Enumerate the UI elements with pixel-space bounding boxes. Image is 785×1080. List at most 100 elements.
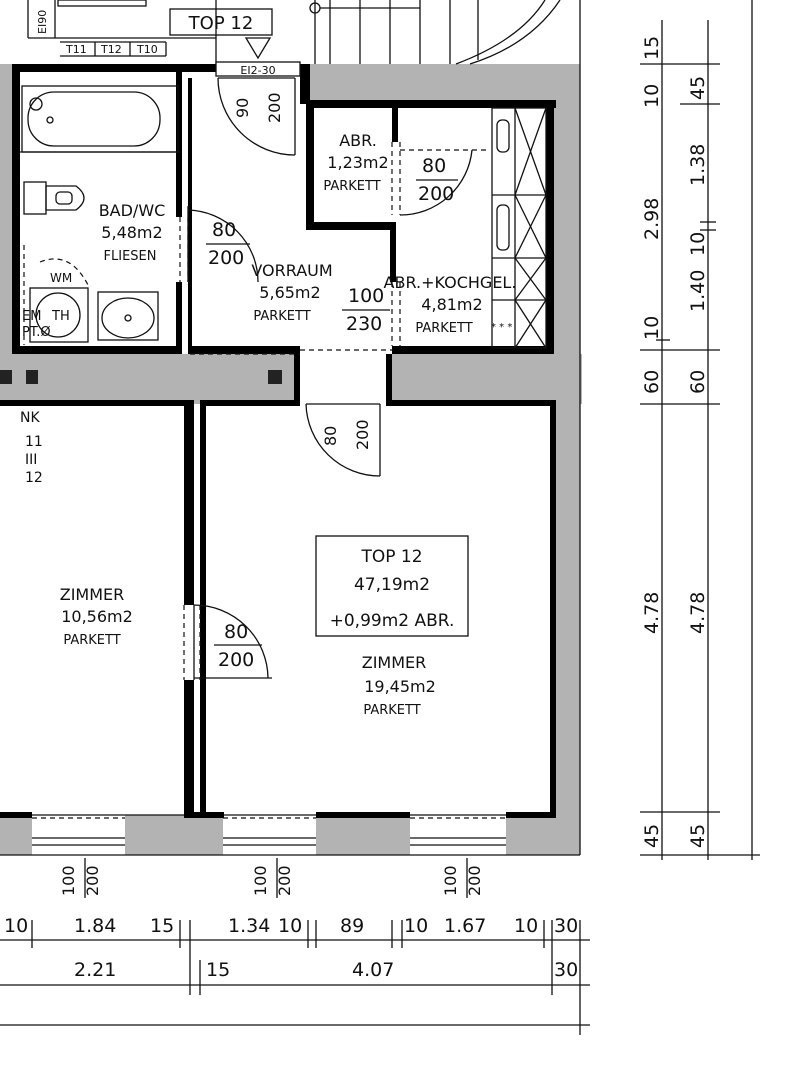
door-zimmer-right-h: 200 [353, 419, 372, 450]
label-nk-11: 11 [25, 434, 43, 450]
top-wall-fill [300, 64, 552, 104]
left-wall-fill [0, 64, 12, 354]
door-zimmer-right-w: 80 [321, 426, 340, 446]
facade-pier [506, 815, 580, 855]
room-kochgel-name: ABR.+KOCHGEL. [384, 273, 517, 292]
corridor-fill [0, 354, 300, 404]
door-abr-w: 80 [422, 155, 446, 177]
room-bad-area: 5,48m2 [101, 223, 162, 242]
facade-pier [316, 815, 410, 855]
room-zimmer-right-floor: PARKETT [363, 703, 420, 718]
window-2-w: 100 [251, 865, 270, 896]
outer-wall-right [552, 64, 580, 854]
door-zimmer-right [305, 403, 381, 477]
dim-b9: 10 [514, 915, 538, 937]
dim-c1: 2.21 [74, 959, 116, 981]
door-vorraum-w: 100 [348, 285, 384, 307]
label-t10: T10 [136, 43, 158, 56]
dim-o2: 10 [641, 84, 663, 108]
unit-extra: +0,99m2 ABR. [330, 611, 455, 631]
dim-lines-bottom [0, 920, 590, 1035]
dim-r2: 45 [687, 76, 709, 100]
dim-r7: 4.78 [687, 592, 709, 634]
label-t12: T12 [100, 43, 122, 56]
room-zimmer-right-name: ZIMMER [362, 653, 427, 672]
door-entrance [217, 77, 296, 156]
window-1-w: 100 [59, 865, 78, 896]
window-3-h: 200 [465, 865, 484, 896]
room-bad-name: BAD/WC [99, 201, 166, 220]
dim-b5: 10 [278, 915, 302, 937]
bathtub-icon [21, 85, 179, 153]
dim-o7: 45 [641, 824, 663, 848]
room-kochgel-area: 4,81m2 [421, 295, 482, 314]
dim-c3: 4.07 [352, 959, 394, 981]
window-2-h: 200 [275, 865, 294, 896]
stove-marks: * * * [491, 322, 512, 333]
label-t11: T11 [65, 43, 87, 56]
label-th: TH [51, 309, 70, 324]
door-vorraum-h: 230 [346, 313, 382, 335]
dim-o3: 2.98 [641, 198, 663, 240]
dim-r5: 1.40 [687, 270, 709, 312]
dim-r1: 15 [641, 36, 663, 60]
dim-r6: 60 [687, 370, 709, 394]
toilet-icon [23, 181, 85, 215]
dim-labels-bottom-row1: 10 1.84 15 1.34 10 89 10 1.67 10 30 [4, 915, 578, 937]
sink-icon [97, 291, 159, 341]
facade-pier [125, 815, 223, 855]
label-pt: PT.Ø [22, 325, 51, 340]
door-abr-h: 200 [418, 183, 454, 205]
dim-b8: 1.67 [444, 915, 486, 937]
door-zimmer-left [183, 604, 272, 680]
room-abr-area: 1,23m2 [327, 153, 388, 172]
dim-b3: 15 [150, 915, 174, 937]
windows [32, 837, 506, 846]
door-bad [179, 206, 259, 283]
dim-b7: 10 [404, 915, 428, 937]
room-zimmer-left-name: ZIMMER [60, 585, 125, 604]
dim-c4: 30 [554, 959, 578, 981]
door-zimmer-left-w: 80 [224, 621, 248, 643]
label-em: EM [22, 309, 41, 324]
room-vorraum-area: 5,65m2 [259, 283, 320, 302]
wall-outlines [0, 0, 581, 856]
label-nk-12: 12 [25, 470, 43, 486]
unit-area: 47,19m2 [354, 575, 430, 595]
label-nk: NK [20, 410, 40, 426]
dim-lines-right [640, 0, 760, 860]
label-nk-bar: III [25, 452, 37, 468]
room-abr-floor: PARKETT [323, 179, 380, 194]
ei230-box [215, 61, 301, 77]
dim-r4: 10 [687, 232, 709, 256]
upper-unit-fragment [27, 0, 217, 64]
arrow-down-icon [244, 37, 272, 60]
top-marker: TOP 12 [188, 13, 254, 34]
dim-labels-right-outer: 15 10 2.98 10 60 4.78 45 [641, 84, 663, 848]
dim-o5: 60 [641, 370, 663, 394]
dim-b6: 89 [340, 915, 364, 937]
dim-c2: 15 [206, 959, 230, 981]
dim-o4: 10 [641, 316, 663, 340]
door-bad-h: 200 [208, 247, 244, 269]
shaft-marker [268, 370, 282, 384]
facade-pier [0, 815, 32, 855]
door-abr [391, 142, 490, 216]
room-abr-name: ABR. [339, 131, 377, 150]
window-3-w: 100 [441, 865, 460, 896]
dim-b4: 1.34 [228, 915, 270, 937]
dim-b2: 1.84 [74, 915, 116, 937]
kitchen-counter [491, 107, 547, 349]
top-marker-box [169, 8, 273, 36]
room-bad-floor: FLIESEN [104, 249, 157, 264]
window-1-h: 200 [83, 865, 102, 896]
dim-r8: 45 [687, 824, 709, 848]
label-ei90: EI90 [36, 10, 49, 34]
shaft-marker [0, 370, 12, 384]
dim-labels-bottom-row2: 2.21 15 4.07 30 [74, 959, 578, 981]
dim-r3: 1.38 [687, 144, 709, 186]
dim-labels-right-inner: 15 45 1.38 10 1.40 60 4.78 45 [641, 36, 709, 848]
unit-title: TOP 12 [360, 547, 422, 567]
door-entrance-h: 200 [265, 92, 284, 123]
